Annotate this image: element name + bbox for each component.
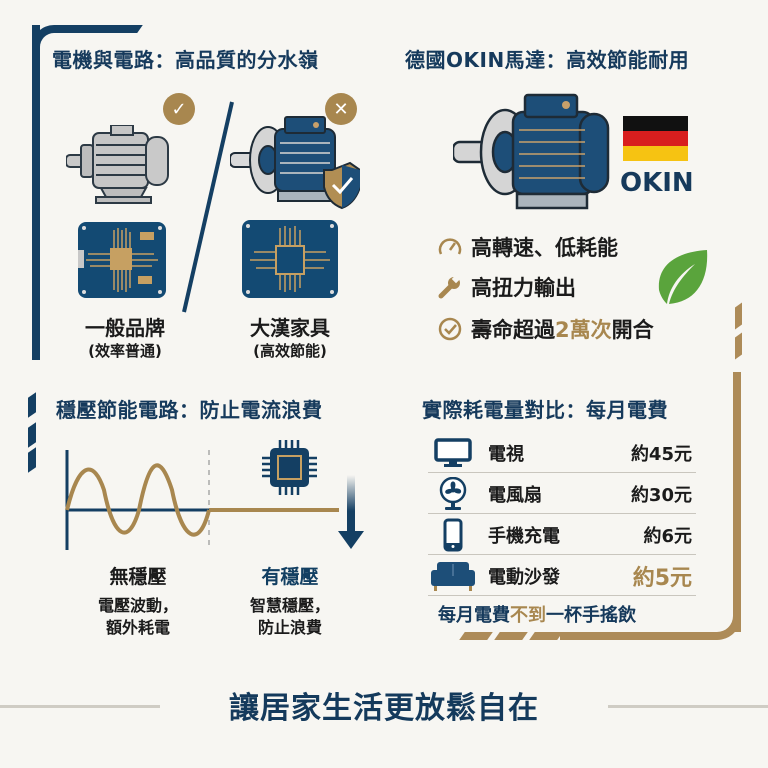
- fan-icon: [428, 476, 478, 511]
- frame-dash: [735, 302, 742, 330]
- cost-row: 手機充電 約6元: [428, 515, 696, 555]
- cross-icon: ✕: [325, 93, 357, 125]
- grey-motor-icon: [66, 125, 169, 204]
- arrow-down-icon: [338, 475, 364, 549]
- section-title-cost: 實際耗電量對比：每月電費: [422, 398, 668, 422]
- footer-divider-left: [0, 705, 160, 708]
- okin-brand-label: OKIN: [620, 168, 694, 198]
- frame-dash: [28, 422, 36, 448]
- section-title-okin: 德國OKIN馬達：高效節能耐用: [405, 48, 690, 72]
- speedometer-icon: [437, 234, 463, 260]
- leaf-icon: [658, 250, 708, 304]
- frame-corner-right: [560, 600, 741, 640]
- voltage-wave-diagram: [65, 450, 339, 550]
- okin-motor-icon: [453, 93, 610, 210]
- circuit-board-icon: [242, 220, 338, 298]
- germany-flag-icon: [623, 116, 688, 161]
- frame-dash: [529, 632, 563, 640]
- frame-border-right: [733, 372, 741, 632]
- phone-icon: [428, 518, 478, 552]
- label-with-regulation: 有穩壓 智慧穩壓， 防止浪費: [249, 566, 330, 637]
- frame-dash: [494, 632, 528, 640]
- check-circle-icon: [437, 316, 463, 342]
- cost-row: 電動沙發 約5元: [428, 556, 696, 596]
- brand-sublabel-dahan: (高效節能): [253, 342, 327, 360]
- frame-dash: [28, 447, 36, 473]
- circuit-board-icon: [78, 222, 166, 298]
- frame-dash: [28, 392, 36, 418]
- divider-slash: [182, 101, 234, 313]
- brand-label-dahan: 大漢家具: [250, 316, 330, 340]
- frame-dash: [459, 632, 493, 640]
- footer-slogan: 讓居家生活更放鬆自在: [229, 691, 539, 726]
- chip-icon: [262, 440, 317, 495]
- feature-speed: 高轉速、低耗能: [437, 232, 618, 262]
- feature-torque: 高扭力輸出: [437, 272, 576, 302]
- section-title-voltage: 穩壓節能電路：防止電流浪費: [56, 398, 323, 422]
- sofa-icon: [428, 560, 478, 592]
- frame-dash: [735, 332, 742, 360]
- section-title-motor-circuit: 電機與電路：高品質的分水嶺: [52, 48, 319, 72]
- cost-row: 電視 約45元: [428, 433, 696, 473]
- cost-row: 電風扇 約30元: [428, 474, 696, 514]
- wrench-icon: [437, 274, 463, 300]
- check-icon: ✓: [163, 93, 195, 125]
- cost-summary: 每月電費不到一杯手搖飲: [438, 605, 636, 626]
- brand-sublabel-generic: (效率普通): [88, 342, 162, 360]
- brand-label-generic: 一般品牌: [85, 316, 165, 340]
- label-no-regulation: 無穩壓 電壓波動， 額外耗電: [97, 566, 178, 637]
- navy-motor-shield-icon: [230, 116, 360, 210]
- frame-border-left: [32, 25, 40, 360]
- frame-dash: [115, 25, 143, 33]
- footer-divider-right: [608, 705, 768, 708]
- tv-icon: [428, 437, 478, 468]
